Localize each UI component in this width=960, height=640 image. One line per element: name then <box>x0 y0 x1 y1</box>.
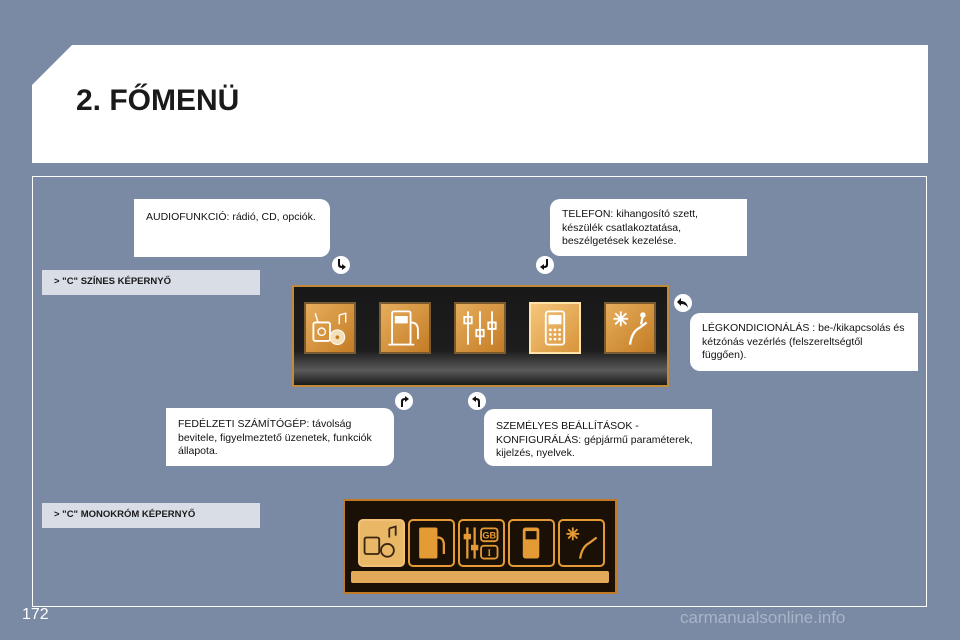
color-screen-label: > "C" SZÍNES KÉPERNYŐ <box>42 270 260 295</box>
callout-settings: SZEMÉLYES BEÁLLÍTÁSOK - KONFIGURÁLÁS: gé… <box>484 409 712 466</box>
mono-screen-label: > "C" MONOKRÓM KÉPERNYŐ <box>42 503 260 528</box>
content-frame <box>32 176 927 607</box>
arrow-up-right-icon <box>395 392 413 410</box>
arrow-down-right-icon <box>332 256 350 274</box>
callout-phone: TELEFON: kihangosító szett, készülék csa… <box>550 199 747 256</box>
arrow-up-left-icon <box>468 392 486 410</box>
trip-computer-icon <box>408 519 455 567</box>
telephone-icon <box>508 519 555 567</box>
telephone-icon <box>529 302 581 354</box>
settings-icon: GB I <box>458 519 505 567</box>
page-title: 2. FŐMENÜ <box>76 84 240 117</box>
watermark: carmanualsonline.info <box>680 608 846 627</box>
language-gb-text: GB <box>482 530 496 540</box>
arrow-down-left-icon <box>536 256 554 274</box>
trip-computer-icon <box>379 302 431 354</box>
color-screen-display <box>292 285 669 387</box>
mono-status-bar <box>351 571 609 583</box>
mono-screen-display: GB I <box>343 499 617 594</box>
info-i-text: I <box>487 548 491 558</box>
arrow-back-icon <box>674 294 692 312</box>
callout-trip: FEDÉLZETI SZÁMÍTÓGÉP: távolság bevitele,… <box>166 408 394 466</box>
callout-climate: LÉGKONDICIONÁLÁS : be-/kikapcsolás és ké… <box>690 313 918 371</box>
page-number: 172 <box>22 606 49 623</box>
air-conditioning-icon <box>558 519 605 567</box>
audio-icon <box>304 302 356 354</box>
callout-audio: AUDIOFUNKCIÓ: rádió, CD, opciók. <box>134 199 330 257</box>
audio-icon <box>358 519 405 567</box>
settings-icon <box>454 302 506 354</box>
air-conditioning-icon <box>604 302 656 354</box>
title-panel <box>32 45 928 163</box>
